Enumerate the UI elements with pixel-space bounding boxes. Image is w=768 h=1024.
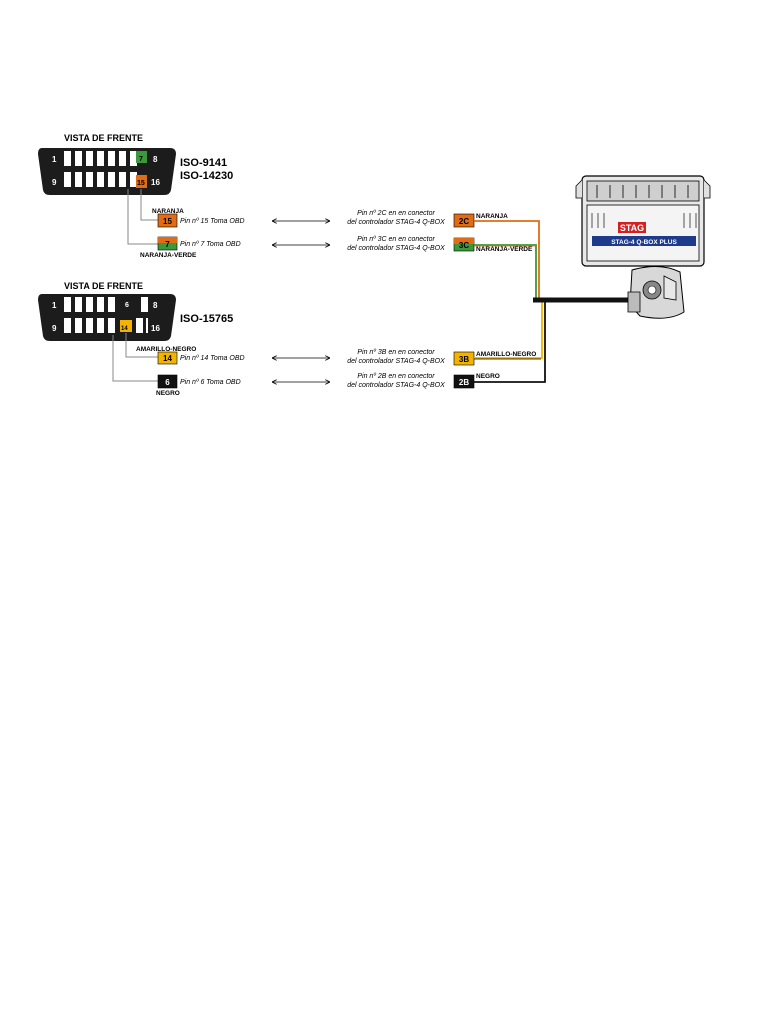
pin-label-9-bottom: 9: [52, 324, 57, 333]
pin-label-6: 6: [125, 302, 129, 309]
ecu-model: STAG-4 Q-BOX PLUS: [611, 239, 677, 246]
wire-label-naranja: NARANJA: [152, 208, 184, 215]
ecu-pin-2b: 2B: [459, 378, 469, 387]
obd-pin-number-7: 7: [165, 240, 170, 249]
wire-label-amarillo-negro: AMARILLO-NEGRO: [136, 346, 196, 353]
pin-label-7: 7: [139, 156, 143, 163]
ecu-desc-2b-line1: Pin nº 2B en en conector: [357, 373, 435, 380]
obd-pin-number-15: 15: [163, 217, 172, 226]
ecu-wire-label-naranja-verde: NARANJA-VERDE: [476, 246, 533, 253]
wire-label-negro: NEGRO: [156, 390, 180, 397]
pin-label-9: 9: [52, 178, 57, 187]
ecu-pin-2c: 2C: [459, 217, 469, 226]
ecu-desc-3b-line2: del controlador STAG-4 Q-BOX: [347, 358, 445, 365]
ecu-pin-box-3c-stripe: [454, 238, 474, 244]
top-view-label: VISTA DE FRENTE: [64, 133, 143, 143]
pin-label-1-bottom: 1: [52, 301, 57, 310]
obd-pin-box-6: [157, 374, 178, 389]
standard-iso-14230: ISO-14230: [180, 170, 233, 182]
standard-iso-15765: ISO-15765: [180, 313, 233, 325]
pin-label-8-bottom: 8: [153, 301, 158, 310]
obd-pin-desc-7: Pin nº 7 Toma OBD: [180, 241, 241, 248]
stag-ecu-unit: STAG STAG-4 Q-BOX PLUS: [575, 175, 711, 267]
ecu-wire-label-negro: NEGRO: [476, 373, 500, 380]
obd-pin-desc-15: Pin nº 15 Toma OBD: [180, 218, 245, 225]
pin-14-highlight: [120, 320, 132, 332]
wire-label-naranja-verde: NARANJA-VERDE: [140, 252, 197, 259]
obd-pin-box-14: [157, 351, 178, 365]
ecu-desc-3b-line1: Pin nº 3B en en conector: [357, 349, 435, 356]
standard-iso-9141: ISO-9141: [180, 157, 227, 169]
obd-pin-box-7-stripe: [158, 237, 177, 243]
ecu-desc-3c-line1: Pin nº 3C en en conector: [357, 236, 435, 243]
obd-pin-desc-6: Pin nº 6 Toma OBD: [180, 379, 241, 386]
obd-pin-number-6: 6: [165, 378, 170, 387]
pin-label-16-bottom: 16: [151, 324, 160, 333]
obd-pin-desc-14: Pin nº 14 Toma OBD: [180, 355, 245, 362]
pin-label-15: 15: [137, 180, 145, 187]
pin-15-highlight: [136, 175, 147, 188]
stag-logo-badge: [618, 222, 646, 233]
ecu-desc-2b-line2: del controlador STAG-4 Q-BOX: [347, 382, 445, 389]
ecu-desc-2c-line1: Pin nº 2C en en conector: [357, 210, 435, 217]
ecu-wire-label-amarillo-negro: AMARILLO-NEGRO: [476, 351, 536, 358]
obd-pin-box-15: [157, 213, 178, 228]
ecu-pin-3b: 3B: [459, 355, 469, 364]
pin-label-8: 8: [153, 155, 158, 164]
ecu-brand: STAG: [620, 223, 644, 233]
obd-pin-number-14: 14: [163, 354, 172, 363]
ecu-desc-2c-line2: del controlador STAG-4 Q-BOX: [347, 219, 445, 226]
pin-label-14: 14: [121, 326, 128, 332]
pin-label-16: 16: [151, 178, 160, 187]
bottom-view-label: VISTA DE FRENTE: [64, 281, 143, 291]
ecu-pin-3c: 3C: [459, 241, 469, 250]
obd-connector-bottom: 1 8 9 16 6 14: [38, 294, 176, 341]
pin-label-1: 1: [52, 155, 57, 164]
ecu-plug-connector: [627, 266, 685, 319]
wire-harness: [474, 220, 628, 383]
ecu-desc-3c-line2: del controlador STAG-4 Q-BOX: [347, 245, 445, 252]
obd-connector-top: 1 8 9 16 7 15: [38, 148, 176, 195]
ecu-wire-label-naranja: NARANJA: [476, 213, 508, 220]
pin-7-highlight: [136, 151, 147, 163]
